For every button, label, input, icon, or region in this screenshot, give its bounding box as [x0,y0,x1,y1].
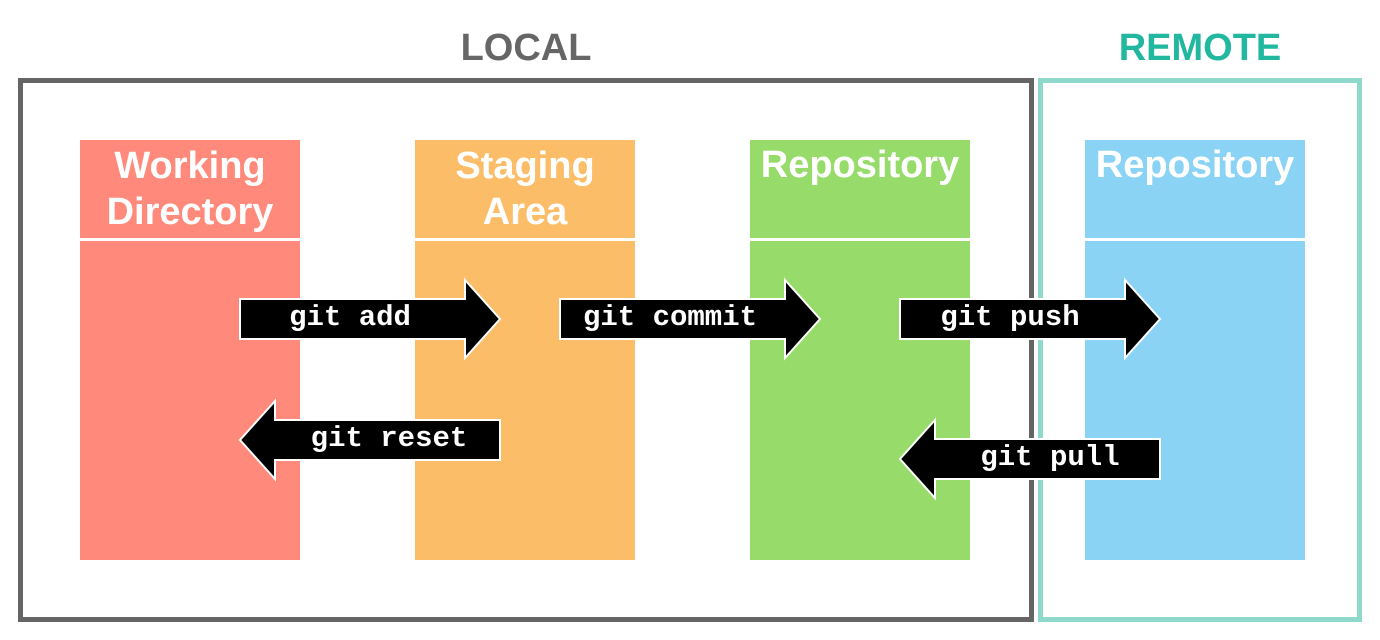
git-reset-arrow [238,398,501,482]
remote-repository-label: Repository [1095,144,1295,186]
working-directory-area: Working Directory [80,140,300,560]
local-repository-header: Repository [750,140,970,241]
working-directory-label: Working Directory [106,145,274,233]
git-commit-label: git commit [582,301,758,334]
git-commit-arrow [559,277,822,361]
remote-section-title: REMOTE [1118,27,1282,69]
remote-repository-header: Repository [1085,140,1305,241]
staging-area-label: Staging Area [455,145,595,233]
git-add-arrow [239,277,502,361]
git-reset-label: git reset [310,422,468,455]
remote-frame [1038,78,1362,622]
git-push-arrow [899,277,1162,361]
local-section-title: LOCAL [460,27,592,69]
git-add-label: git add [289,301,411,334]
remote-repository-area: Repository [1085,140,1305,560]
local-repository-label: Repository [760,144,960,186]
git-pull-arrow [898,417,1161,501]
git-pull-label: git pull [980,441,1120,474]
staging-area-header: Staging Area [415,140,635,241]
git-push-label: git push [940,301,1080,334]
working-directory-header: Working Directory [80,140,300,241]
staging-area: Staging Area [415,140,635,560]
local-frame [18,78,1034,622]
